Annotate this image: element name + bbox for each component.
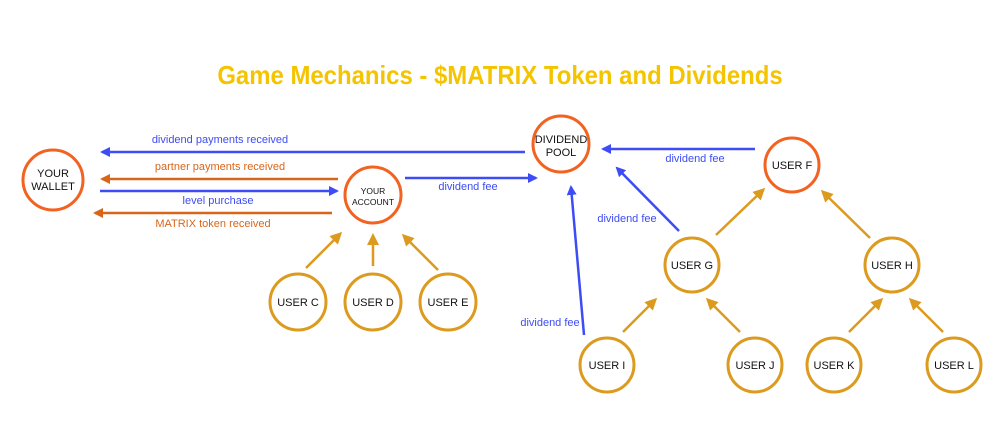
node-label-line: USER G — [671, 260, 713, 272]
node-label-line: USER H — [871, 260, 913, 272]
edge-label-dividend-payments: dividend payments received — [152, 134, 288, 146]
node-user-f: USER F — [763, 136, 821, 194]
node-label-line: POOL — [546, 147, 577, 159]
node-user-i: USER I — [578, 336, 636, 394]
node-user-c: USER C — [268, 272, 328, 332]
node-user-l: USER L — [925, 336, 983, 394]
node-label-line: USER D — [352, 297, 394, 309]
node-label-line: ACCOUNT — [352, 197, 394, 207]
edge-user-c-account — [305, 231, 343, 269]
node-user-j: USER J — [726, 336, 784, 394]
edge-user-h-f — [820, 189, 871, 239]
node-user-g: USER G — [663, 236, 721, 294]
node-label-line: YOUR — [37, 168, 69, 180]
node-label-line: YOUR — [361, 186, 386, 196]
edge-label-level-purchase: level purchase — [183, 195, 254, 207]
edge-user-j-g — [705, 297, 741, 333]
node-label-line: USER C — [277, 297, 319, 309]
edge-user-l-h — [908, 297, 944, 333]
node-user-k: USER K — [805, 336, 863, 394]
node-your-account: YOUR ACCOUNT — [343, 165, 403, 225]
edge-label-account-fee: dividend fee — [438, 181, 497, 193]
edge-user-g-fee — [615, 166, 680, 232]
node-user-e: USER E — [418, 272, 478, 332]
node-label-line: USER F — [772, 160, 813, 172]
edge-user-i-g — [622, 297, 658, 333]
edge-user-g-f — [715, 187, 766, 236]
edge-user-e-account — [401, 233, 439, 271]
node-label-line: USER J — [735, 360, 774, 372]
node-user-d: USER D — [343, 272, 403, 332]
edge-label-user-g-fee: dividend fee — [597, 213, 656, 225]
edge-label-partner-payments: partner payments received — [155, 161, 285, 173]
edge-label-user-f-fee: dividend fee — [665, 153, 724, 165]
edge-label-matrix-token: MATRIX token received — [155, 218, 270, 230]
node-label-line: USER L — [934, 360, 974, 372]
node-label-line: USER E — [428, 297, 469, 309]
node-user-h: USER H — [863, 236, 921, 294]
node-dividend-pool: DIVIDEND POOL — [531, 114, 591, 174]
node-label-line: USER K — [814, 360, 856, 372]
node-label-line: DIVIDEND — [535, 134, 588, 146]
edge-label-user-i-fee: dividend fee — [520, 317, 579, 329]
edge-user-i-fee — [566, 185, 586, 336]
node-label-line: USER I — [589, 360, 626, 372]
edge-user-k-h — [848, 297, 884, 333]
diagram-title: Game Mechanics - $MATRIX Token and Divid… — [217, 60, 783, 90]
node-your-wallet: YOUR WALLET — [21, 148, 85, 212]
node-label-line: WALLET — [31, 181, 75, 193]
